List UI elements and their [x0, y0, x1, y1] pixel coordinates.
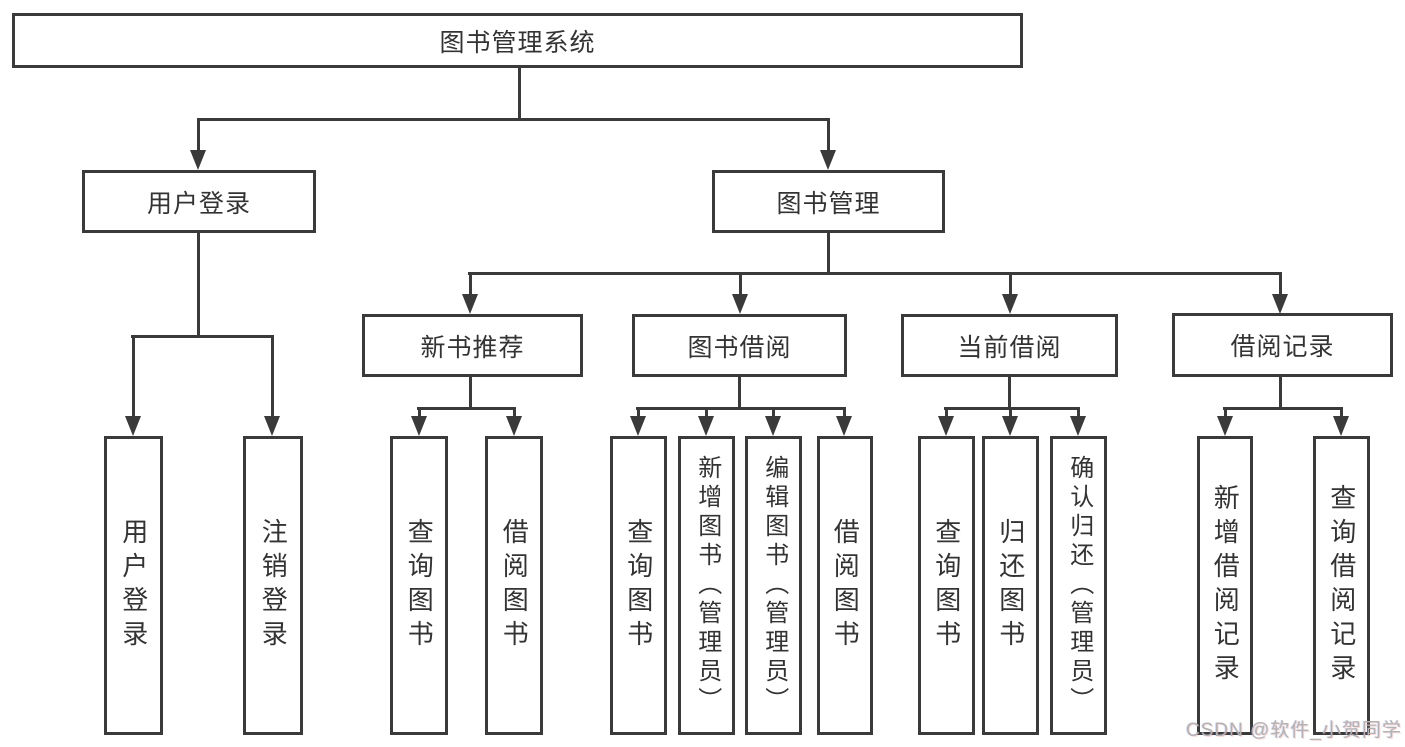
arrow-shaft [1223, 407, 1227, 418]
connector-line-vertical [737, 377, 741, 410]
leaf-add-borrow-record: 新增借阅记录 [1197, 436, 1253, 735]
arrow-down-icon [630, 416, 646, 436]
connector-line-vertical [1007, 377, 1011, 410]
leaf-user-login: 用户登录 [104, 436, 163, 735]
arrow-shaft [417, 407, 421, 418]
arrow-down-icon [732, 294, 748, 314]
arrow-down-icon [506, 416, 522, 436]
leaf-query-books-1: 查询图书 [390, 436, 448, 735]
arrow-down-icon [1333, 416, 1349, 436]
leaf-confirm-return-admin: 确认归还（管理员） [1050, 436, 1107, 735]
arrow-shaft [1008, 407, 1012, 418]
node-book-borrow: 图书借阅 [632, 314, 847, 377]
arrow-shaft [468, 272, 472, 296]
arrow-down-icon [1272, 294, 1288, 314]
node-borrow-record: 借阅记录 [1172, 313, 1393, 377]
connector-line-vertical [1278, 377, 1282, 410]
arrow-shaft [842, 407, 846, 418]
connector-line-vertical [517, 67, 521, 121]
leaf-query-books-2: 查询图书 [610, 436, 667, 735]
arrow-down-icon [1217, 416, 1233, 436]
watermark: CSDN @软件_小贺同学 [1186, 720, 1402, 741]
arrow-down-icon [698, 416, 714, 436]
connector-line-vertical [468, 377, 472, 410]
arrow-shaft [771, 407, 775, 418]
arrow-down-icon [264, 416, 280, 436]
arrow-shaft [196, 118, 200, 152]
connector-line-horizontal [468, 272, 1282, 275]
arrow-shaft [636, 407, 640, 418]
connector-line-horizontal [131, 335, 274, 338]
arrow-down-icon [1002, 294, 1018, 314]
arrow-down-icon [1002, 416, 1018, 436]
leaf-query-borrow-record: 查询借阅记录 [1313, 436, 1370, 735]
arrow-shaft [944, 407, 948, 418]
arrow-shaft [738, 272, 742, 296]
arrow-down-icon [836, 416, 852, 436]
arrow-shaft [704, 407, 708, 418]
leaf-return-books: 归还图书 [982, 436, 1039, 735]
arrow-down-icon [1070, 416, 1086, 436]
node-new-book-recommend: 新书推荐 [362, 314, 583, 377]
arrow-down-icon [125, 416, 141, 436]
arrow-shaft [1278, 272, 1282, 296]
arrow-down-icon [190, 150, 206, 170]
connector-line-vertical [826, 233, 830, 275]
node-user-login: 用户登录 [82, 170, 316, 233]
arrow-down-icon [411, 416, 427, 436]
arrow-down-icon [938, 416, 954, 436]
node-current-borrow: 当前借阅 [901, 314, 1118, 377]
leaf-borrow-books-2: 借阅图书 [817, 436, 873, 735]
arrow-shaft [1076, 407, 1080, 418]
connector-line-horizontal [636, 407, 846, 410]
arrow-shaft [1339, 407, 1343, 418]
leaf-add-books-admin: 新增图书（管理员） [678, 436, 735, 735]
leaf-logout: 注销登录 [243, 436, 303, 735]
arrow-down-icon [820, 150, 836, 170]
node-system-root: 图书管理系统 [12, 13, 1023, 68]
arrow-shaft [131, 335, 135, 418]
node-book-management: 图书管理 [712, 170, 945, 233]
arrow-shaft [270, 335, 274, 418]
arrow-shaft [512, 407, 516, 418]
connector-line-horizontal [197, 118, 830, 121]
connector-line-horizontal [1223, 407, 1343, 410]
leaf-borrow-books-1: 借阅图书 [485, 436, 543, 735]
connector-line-vertical [196, 233, 200, 338]
arrow-down-icon [462, 294, 478, 314]
connector-line-horizontal [944, 407, 1080, 410]
leaf-edit-books-admin: 编辑图书（管理员） [745, 436, 802, 735]
connector-line-horizontal [417, 407, 516, 410]
arrow-shaft [826, 118, 830, 152]
arrow-shaft [1008, 272, 1012, 296]
leaf-query-books-3: 查询图书 [918, 436, 975, 735]
arrow-down-icon [765, 416, 781, 436]
